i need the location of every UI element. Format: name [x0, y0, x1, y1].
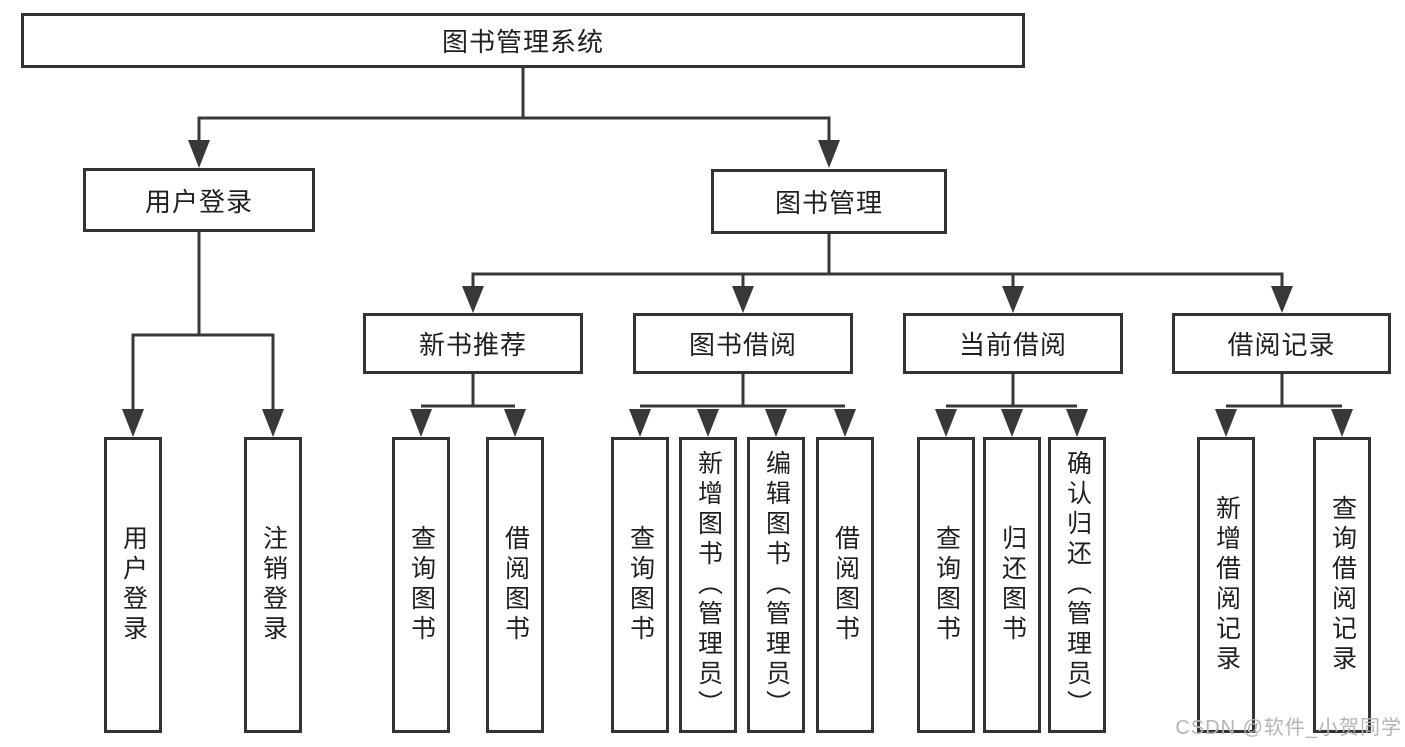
leaf-add-borrow-record: 新增借阅记录 [1197, 437, 1255, 733]
connector-line [421, 374, 1342, 408]
leaf-query-books-current: 查询图书 [917, 437, 975, 733]
arrowhead [834, 409, 856, 437]
arrowhead [462, 286, 484, 313]
arrowhead [732, 286, 754, 313]
arrowhead [1271, 286, 1293, 313]
connector-line [131, 232, 275, 410]
arrowhead [1002, 286, 1024, 313]
leaf-query-books-borrowing-label: 查询图书 [626, 525, 655, 645]
node-user-login: 用户登录 [83, 168, 315, 232]
leaf-query-books-recommend-label: 查询图书 [407, 525, 436, 645]
leaf-query-books-recommend: 查询图书 [392, 437, 450, 733]
arrowhead [629, 409, 651, 437]
leaf-add-borrow-record-label: 新增借阅记录 [1212, 495, 1241, 675]
node-book-management: 图书管理 [711, 169, 947, 234]
leaf-user-login-label: 用户登录 [119, 525, 148, 645]
leaf-confirm-return-admin: 确认归还（管理员） [1048, 437, 1106, 733]
arrowhead [1215, 409, 1237, 437]
leaf-borrow-books: 借阅图书 [816, 437, 874, 733]
node-new-book-recommend: 新书推荐 [363, 313, 583, 374]
leaf-query-borrow-record: 查询借阅记录 [1313, 437, 1371, 733]
arrowheads [122, 140, 1353, 437]
connector-lines [131, 68, 1342, 410]
node-current-borrowing: 当前借阅 [903, 313, 1123, 374]
leaf-edit-books-admin: 编辑图书（管理员） [747, 437, 805, 733]
leaf-return-books-label: 归还图书 [998, 525, 1027, 645]
arrowhead [410, 409, 432, 437]
node-library-system: 图书管理系统 [21, 13, 1025, 68]
arrowhead [188, 140, 210, 168]
node-book-borrowing: 图书借阅 [633, 313, 853, 374]
leaf-borrow-books-recommend: 借阅图书 [486, 437, 544, 733]
node-user-login-label: 用户登录 [144, 186, 253, 217]
connector-line [471, 234, 1284, 288]
arrowhead [765, 409, 787, 437]
leaf-borrow-books-recommend-label: 借阅图书 [501, 525, 530, 645]
csdn-watermark: CSDN @软件_小贺同学 [1175, 717, 1402, 739]
arrowhead [1066, 409, 1088, 437]
node-borrow-records: 借阅记录 [1172, 313, 1391, 374]
node-book-borrowing-label: 图书借阅 [688, 330, 797, 360]
node-borrow-records-label: 借阅记录 [1227, 330, 1336, 360]
leaf-query-books-borrowing: 查询图书 [611, 437, 669, 733]
arrowhead [1331, 409, 1353, 437]
leaf-user-login: 用户登录 [104, 437, 162, 733]
node-new-book-recommend-label: 新书推荐 [418, 330, 527, 360]
node-library-system-label: 图书管理系统 [441, 27, 604, 57]
arrowhead [1001, 409, 1023, 437]
leaf-add-books-admin-label: 新增图书（管理员） [694, 450, 723, 720]
leaf-add-books-admin: 新增图书（管理员） [679, 437, 737, 733]
arrowhead [697, 409, 719, 437]
leaf-query-books-current-label: 查询图书 [932, 525, 961, 645]
arrowhead [262, 409, 284, 437]
leaf-return-books: 归还图书 [983, 437, 1041, 733]
leaf-logout: 注销登录 [244, 437, 302, 733]
arrowhead [818, 140, 840, 168]
leaf-borrow-books-label: 借阅图书 [831, 525, 860, 645]
arrowhead [935, 409, 957, 437]
leaf-query-borrow-record-label: 查询借阅记录 [1328, 495, 1357, 675]
arrowhead [122, 409, 144, 437]
arrowhead [504, 409, 526, 437]
node-current-borrowing-label: 当前借阅 [958, 330, 1067, 360]
connector-line [197, 68, 831, 142]
node-book-management-label: 图书管理 [774, 188, 883, 218]
leaf-confirm-return-admin-label: 确认归还（管理员） [1063, 450, 1092, 720]
leaf-logout-label: 注销登录 [259, 525, 288, 645]
leaf-edit-books-admin-label: 编辑图书（管理员） [762, 450, 791, 720]
